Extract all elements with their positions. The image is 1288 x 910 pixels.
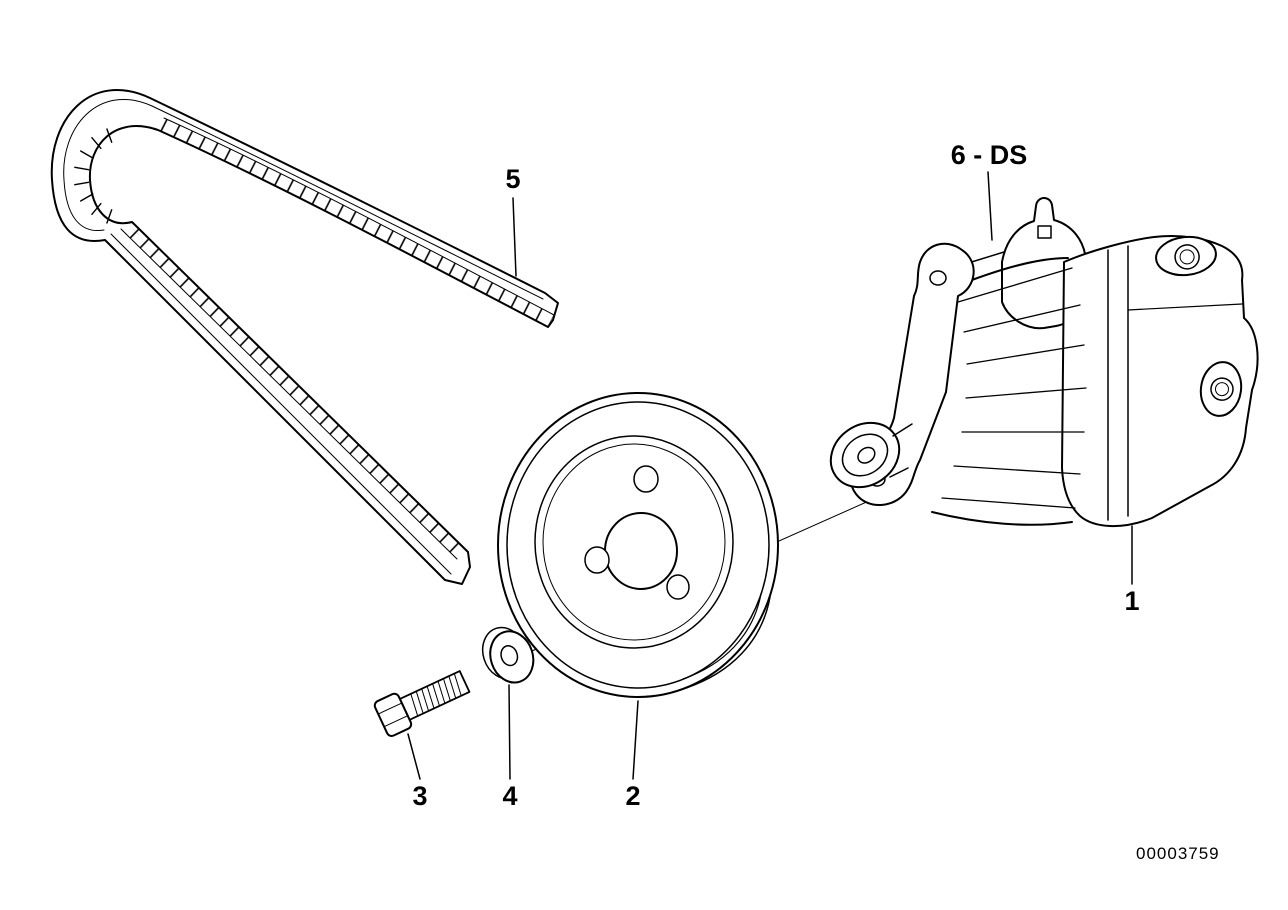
flange-bolt-hole: [929, 270, 947, 286]
leader-5: [512, 197, 517, 277]
callout-2: 2: [625, 781, 641, 811]
hex-bolt: [373, 670, 471, 737]
belt-teeth-bend: [74, 128, 113, 224]
callout-3: 3: [412, 781, 428, 811]
pulley-center-hole: [604, 512, 678, 590]
drawing-number: 00003759: [1136, 844, 1220, 863]
pulley: [497, 392, 779, 698]
pump-port-top: [1155, 235, 1217, 277]
washer: [481, 626, 535, 684]
bracket-square-hole: [1037, 225, 1052, 239]
bolt-head: [373, 692, 413, 737]
v-belt: [50, 89, 559, 585]
belt-teeth-lower: [121, 222, 468, 559]
callout-1: 1: [1124, 586, 1140, 616]
belt-teeth-upper: [158, 118, 554, 327]
callout-6-ds: 6 - DS: [950, 140, 1028, 170]
leader-4: [508, 684, 511, 780]
washer-hole: [500, 645, 519, 667]
pump-port-right: [1199, 361, 1243, 417]
pulley-hole: [633, 465, 659, 493]
leader-3: [407, 733, 421, 780]
pulley-hole: [584, 546, 610, 574]
power-steering-pump: [829, 197, 1259, 528]
leader-lines: [407, 171, 1133, 780]
bolt-threads: [410, 673, 462, 717]
callout-4: 4: [502, 781, 518, 811]
pulley-hole: [666, 574, 690, 600]
leader-6ds: [987, 171, 993, 241]
leader-2: [632, 700, 639, 780]
callout-5: 5: [505, 164, 521, 194]
pump-body: [1061, 235, 1259, 528]
